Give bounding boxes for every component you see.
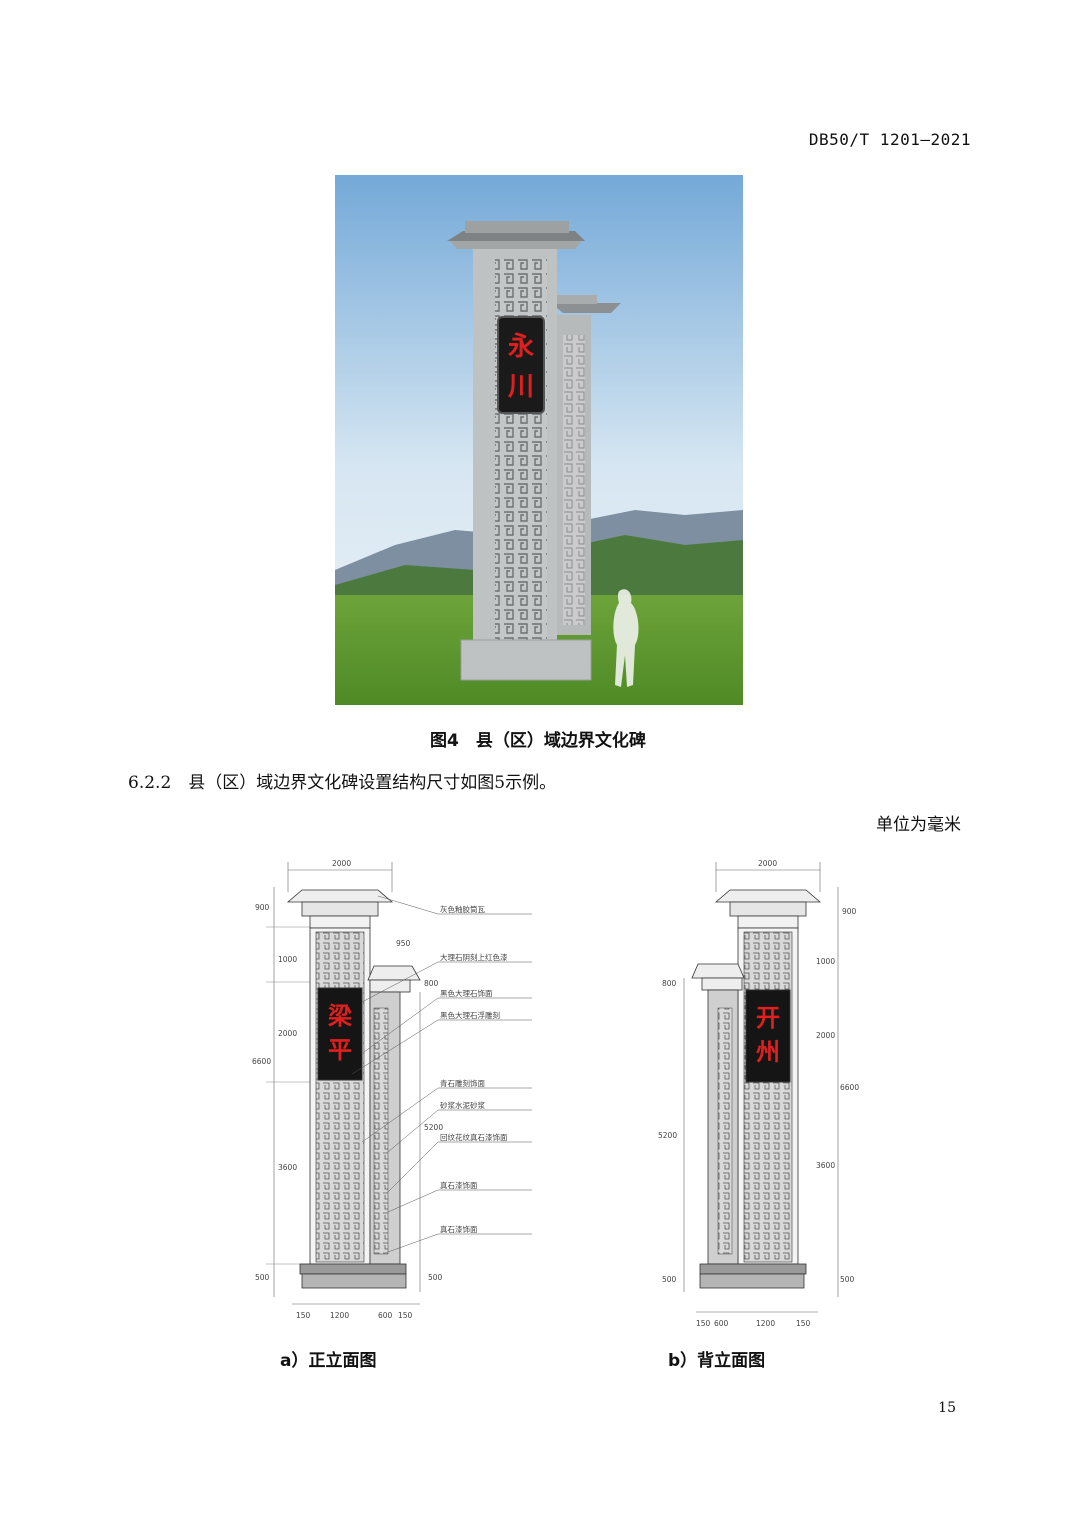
dim-top-width: 2000 — [332, 859, 351, 868]
back-dim-b2: 600 — [714, 1319, 729, 1328]
photo-char-2: 川 — [508, 372, 534, 402]
back-dim-total: 6600 — [840, 1083, 859, 1092]
dim-small-total: 5200 — [424, 1123, 443, 1132]
callout-7: 回纹花纹真石漆饰面 — [440, 1132, 508, 1142]
back-dim-b1: 150 — [696, 1319, 711, 1328]
photo-char-1: 永 — [508, 332, 534, 362]
back-dim-small-height: 800 — [662, 979, 677, 988]
back-view-caption: b）背立面图 — [668, 1351, 766, 1371]
back-dim-b4: 150 — [796, 1319, 811, 1328]
front-view-caption: a）正立面图 — [280, 1351, 377, 1371]
dim-small-height: 800 — [424, 979, 439, 988]
dim-b4: 150 — [398, 1311, 413, 1320]
callout-1: 灰色釉胶筒瓦 — [440, 904, 485, 914]
back-dim-base: 500 — [840, 1275, 855, 1284]
callout-3: 黑色大理石饰面 — [440, 988, 493, 998]
back-dim-top-height: 900 — [842, 907, 857, 916]
back-dim-h1: 1000 — [816, 957, 835, 966]
back-dim-small-total: 5200 — [658, 1131, 677, 1140]
back-dim-b3: 1200 — [756, 1319, 775, 1328]
callout-4: 黑色大理石浮雕刻 — [440, 1010, 500, 1020]
monument-photo: 永 川 — [335, 175, 743, 705]
callout-8: 真石漆饰面 — [440, 1180, 478, 1190]
front-elevation-drawing: 2000 900 1000 2000 6600 3600 500 梁 平 950… — [252, 859, 532, 1320]
back-dim-h2: 2000 — [816, 1031, 835, 1040]
back-elevation-drawing: 2000 开 州 800 5200 500 900 1000 2000 6600… — [658, 859, 859, 1328]
unit-note: 单位为毫米 — [876, 815, 961, 835]
back-dim-top-width: 2000 — [758, 859, 777, 868]
back-dim-h3: 3600 — [816, 1161, 835, 1170]
front-char-2: 平 — [328, 1036, 352, 1064]
document-code: DB50/T 1201—2021 — [808, 130, 971, 149]
page-number: 15 — [938, 1400, 956, 1416]
figure4-caption: 图4 县（区）域边界文化碑 — [430, 731, 646, 751]
back-dim-base-left: 500 — [662, 1275, 677, 1284]
callout-9: 真石漆饰面 — [440, 1224, 478, 1234]
dim-h3: 3600 — [278, 1163, 297, 1172]
dim-total: 6600 — [252, 1057, 271, 1066]
dim-h2: 2000 — [278, 1029, 297, 1038]
back-char-1: 开 — [756, 1004, 780, 1032]
back-char-2: 州 — [756, 1038, 780, 1066]
dim-top-height: 900 — [255, 903, 270, 912]
callout-5: 青石雕刻饰面 — [440, 1078, 485, 1088]
dim-b2: 1200 — [330, 1311, 349, 1320]
dim-h1: 1000 — [278, 955, 297, 964]
dim-b3: 600 — [378, 1311, 393, 1320]
dim-base: 500 — [255, 1273, 270, 1282]
callout-6: 砂浆水泥砂浆 — [440, 1100, 485, 1110]
dim-base-right: 500 — [428, 1273, 443, 1282]
front-char-1: 梁 — [327, 1002, 352, 1030]
dim-b1: 150 — [296, 1311, 311, 1320]
section-text: 6.2.2 县（区）域边界文化碑设置结构尺寸如图5示例。 — [128, 773, 557, 793]
callout-2: 大理石阴刻上红色漆 — [440, 952, 508, 962]
dim-small-width: 950 — [396, 939, 411, 948]
